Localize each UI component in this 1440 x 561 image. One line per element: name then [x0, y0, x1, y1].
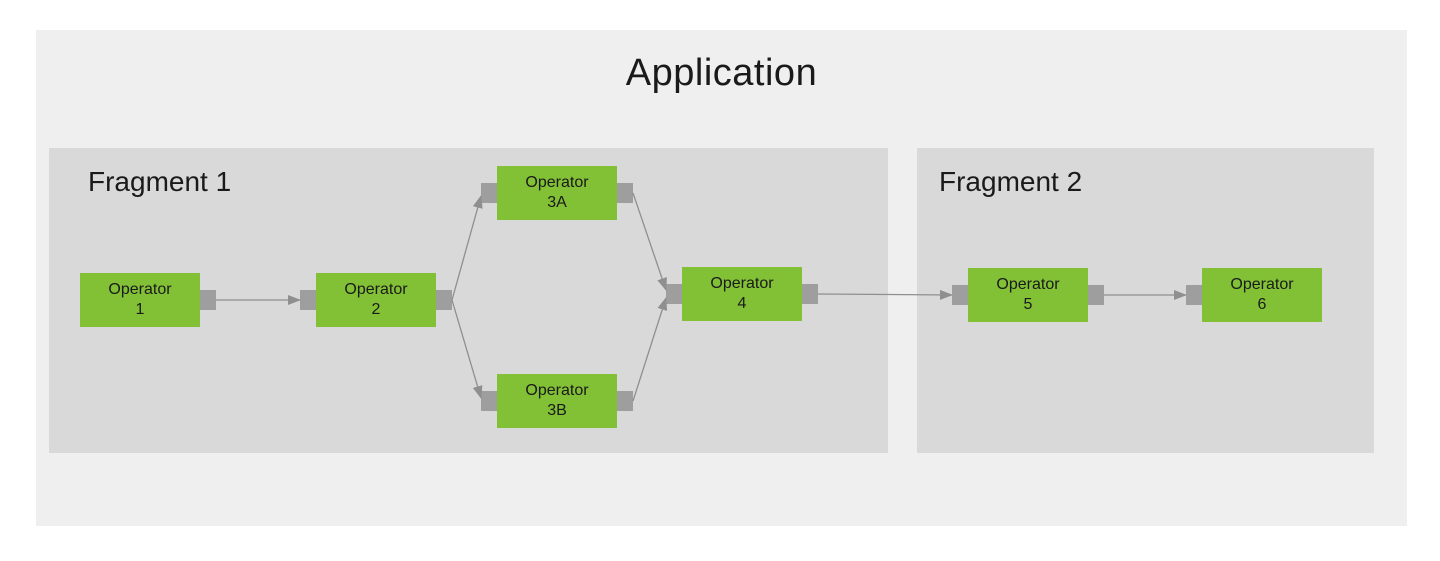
- operator-label: Operator 2: [344, 281, 408, 318]
- fragment-1-container: Fragment 1 Operator 1 Operator 2 Operato…: [49, 148, 888, 453]
- operator-node-6: Operator 6: [1186, 268, 1322, 322]
- input-port: [481, 183, 497, 203]
- operator-node-2: Operator 2: [300, 273, 452, 327]
- input-port: [952, 285, 968, 305]
- input-port: [481, 391, 497, 411]
- operator-label: Operator 4: [710, 275, 774, 312]
- operator-node-5: Operator 5: [952, 268, 1104, 322]
- operator-label: Operator 5: [996, 276, 1060, 313]
- output-port: [436, 290, 452, 310]
- operator-node-3a: Operator 3A: [481, 166, 633, 220]
- operator-node-1: Operator 1: [80, 273, 216, 327]
- operator-node-4: Operator 4: [666, 267, 818, 321]
- operator-label: Operator 3A: [525, 174, 589, 211]
- operator-label: Operator 3B: [525, 382, 589, 419]
- output-port: [1088, 285, 1104, 305]
- output-port: [802, 284, 818, 304]
- output-port: [617, 183, 633, 203]
- operator-label: Operator 1: [108, 281, 172, 318]
- operator-label: Operator 6: [1230, 276, 1294, 313]
- input-port: [666, 284, 682, 304]
- input-port: [300, 290, 316, 310]
- output-port: [200, 290, 216, 310]
- fragment-2-label: Fragment 2: [939, 166, 1083, 197]
- fragment-1-label: Fragment 1: [88, 166, 232, 197]
- application-container: Application Fragment 1 Operator 1 Operat…: [36, 30, 1407, 526]
- application-title: Application: [625, 52, 818, 94]
- operator-node-3b: Operator 3B: [481, 374, 633, 428]
- output-port: [617, 391, 633, 411]
- fragment-2-container: Fragment 2 Operator 5 Operator 6: [917, 148, 1374, 453]
- input-port: [1186, 285, 1202, 305]
